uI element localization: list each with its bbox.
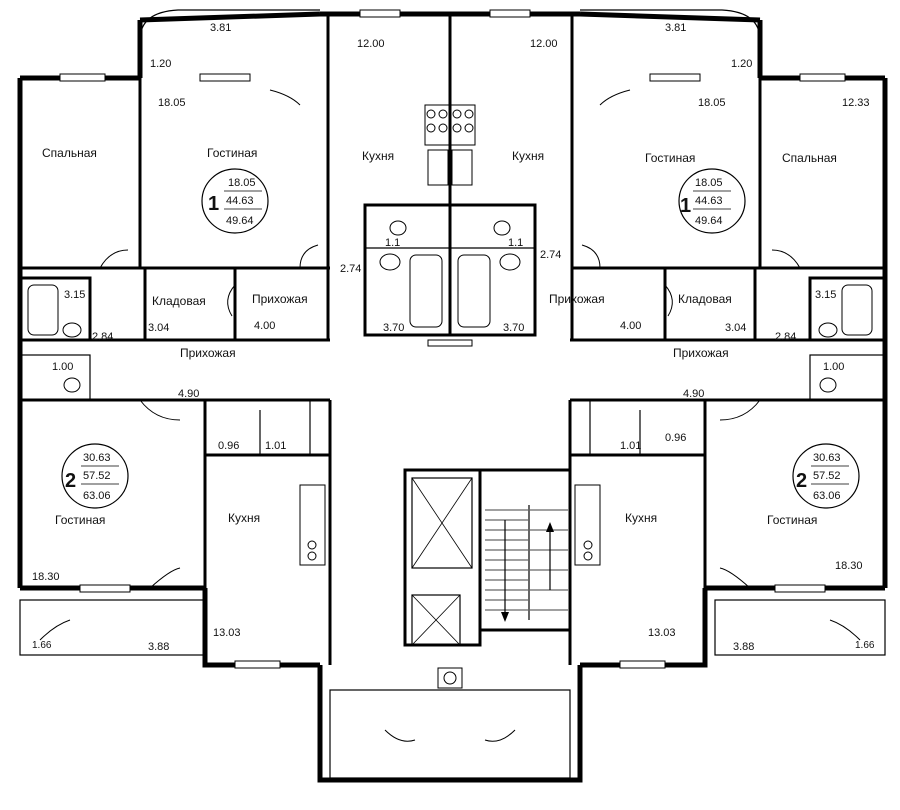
badge-ul-rooms: 1	[208, 193, 219, 215]
area-hall-ur: 4.00	[620, 320, 641, 332]
area-labels: 3.81 1.20 18.05 12.00 12.00 3.81 1.20 18…	[32, 22, 875, 653]
room-labels: Спальная Гостиная Кухня Кухня Гостиная С…	[42, 146, 837, 527]
room-kitchen-upper-left: Кухня	[362, 149, 394, 163]
area-balcony-ul-b: 1.20	[150, 58, 171, 70]
doors	[39, 89, 861, 742]
area-hall-small-ul: 2.74	[340, 263, 361, 275]
area-kitchen-lr: 13.03	[648, 627, 676, 639]
stair-treads	[485, 505, 568, 620]
interior-walls	[18, 14, 887, 665]
area-kitchen-ul: 12.00	[357, 38, 385, 50]
area-closet-lr-a: 0.96	[665, 432, 686, 444]
area-corridor-right: 4.90	[683, 388, 704, 400]
area-kitchen-ll: 13.03	[213, 627, 241, 639]
area-bedroom-ur: 12.33	[842, 97, 870, 109]
area-wc-right: 1.00	[823, 361, 844, 373]
badge-lr-total: 57.52	[813, 470, 841, 482]
windows	[59, 9, 846, 669]
apartment-badge-ul: 1 18.05 44.63 49.64	[201, 168, 269, 234]
room-living-lower-left: Гостиная	[55, 513, 105, 527]
room-corridor-right: Прихожая	[673, 346, 729, 360]
area-balcony-ur-b: 1.20	[731, 58, 752, 70]
badge-lr-living: 30.63	[813, 452, 841, 464]
badge-ll-living: 30.63	[83, 452, 111, 464]
room-hall-upper-right: Прихожая	[549, 292, 605, 306]
area-storage-ul: 3.04	[148, 322, 169, 334]
badge-ur-with-balcony: 49.64	[695, 215, 723, 227]
area-balcony-lr-a: 1.66	[855, 640, 875, 651]
badge-ll-total: 57.52	[83, 470, 111, 482]
apartment-badge-lr: 2 30.63 57.52 63.06	[792, 443, 860, 509]
badge-ul-total: 44.63	[226, 195, 254, 207]
badge-lr-rooms: 2	[796, 470, 807, 492]
area-bath-ur: 3.70	[503, 322, 524, 334]
stair-core	[403, 468, 572, 689]
area-kitchen-ur: 12.00	[530, 38, 558, 50]
area-storage-ur: 3.04	[725, 322, 746, 334]
area-closet-ll-b: 1.01	[265, 440, 286, 452]
room-kitchen-lower-left: Кухня	[228, 511, 260, 525]
badge-lr-with-balcony: 63.06	[813, 490, 841, 502]
badge-ur-total: 44.63	[695, 195, 723, 207]
area-hall-ul: 4.00	[254, 320, 275, 332]
room-hall-upper-left: Прихожая	[252, 292, 308, 306]
area-living-lr: 18.30	[835, 560, 863, 572]
room-bedroom-upper-right: Спальная	[782, 151, 837, 165]
area-hall-small-ur: 2.74	[540, 249, 561, 261]
room-corridor-left: Прихожая	[180, 346, 236, 360]
room-storage-upper-left: Кладовая	[152, 294, 206, 308]
area-balcony-ll-a: 1.66	[32, 640, 52, 651]
balconies	[19, 9, 886, 779]
bath-fixtures	[27, 220, 873, 393]
area-balcony-ur-a: 3.81	[665, 22, 686, 34]
area-living-ul: 18.05	[158, 97, 186, 109]
room-bedroom-upper-left: Спальная	[42, 146, 97, 160]
area-bath-right-b: 2.84	[775, 331, 796, 343]
area-bath-right: 3.15	[815, 289, 836, 301]
room-living-lower-right: Гостиная	[767, 513, 817, 527]
room-kitchen-lower-right: Кухня	[625, 511, 657, 525]
room-storage-upper-right: Кладовая	[678, 292, 732, 306]
room-living-upper-left: Гостиная	[207, 146, 257, 160]
kitchen-stoves	[299, 104, 601, 566]
badge-ll-rooms: 2	[65, 470, 76, 492]
badge-ll-with-balcony: 63.06	[83, 490, 111, 502]
area-closet-ll-a: 0.96	[218, 440, 239, 452]
area-bath-left-b: 2.84	[92, 331, 113, 343]
badge-ul-with-balcony: 49.64	[226, 215, 254, 227]
badge-ur-living: 18.05	[695, 177, 723, 189]
room-kitchen-upper-right: Кухня	[512, 149, 544, 163]
badge-ul-living: 18.05	[228, 177, 256, 189]
area-bath-left: 3.15	[64, 289, 85, 301]
area-wc-left: 1.00	[52, 361, 73, 373]
area-living-ll: 18.30	[32, 571, 60, 583]
area-closet-lr-b: 1.01	[620, 440, 641, 452]
area-balcony-ul-a: 3.81	[210, 22, 231, 34]
area-living-ur: 18.05	[698, 97, 726, 109]
room-living-upper-right: Гостиная	[645, 151, 695, 165]
apartment-badge-ur: 1 18.05 44.63 49.64	[678, 168, 746, 234]
area-balcony-lr-b: 3.88	[733, 641, 754, 653]
area-bath-ul: 3.70	[383, 322, 404, 334]
area-balcony-ll-b: 3.88	[148, 641, 169, 653]
apartment-badge-ll: 2 30.63 57.52 63.06	[61, 443, 129, 509]
badge-ur-rooms: 1	[680, 195, 691, 217]
area-corridor-left: 4.90	[178, 388, 199, 400]
area-wc-ul: 1.1	[385, 237, 400, 249]
area-wc-ur: 1.1	[508, 237, 523, 249]
